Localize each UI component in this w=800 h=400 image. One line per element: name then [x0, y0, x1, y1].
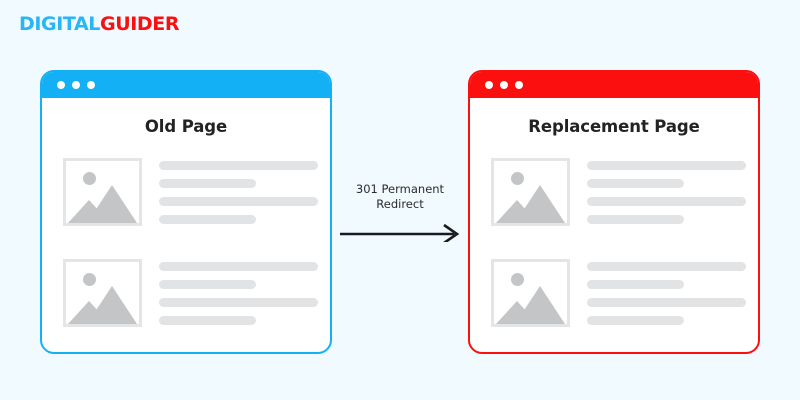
window-titlebar — [42, 72, 330, 98]
text-line — [159, 262, 318, 271]
browser-window-replacement-page: Replacement Page — [468, 70, 760, 354]
text-line — [159, 197, 318, 206]
brand-logo-guider: GUIDER — [100, 13, 180, 35]
window-dot-icon — [500, 81, 508, 89]
text-line-group — [142, 158, 318, 224]
content-block — [470, 158, 758, 226]
text-line — [587, 316, 684, 325]
window-dot-icon — [485, 81, 493, 89]
mountain-shape-large — [87, 185, 137, 223]
mountain-shape-large — [515, 185, 565, 223]
text-line — [159, 316, 256, 325]
page-title: Old Page — [144, 117, 228, 136]
content-block — [42, 259, 330, 327]
content-block — [470, 259, 758, 327]
text-line — [587, 262, 746, 271]
sun-shape — [511, 172, 524, 185]
text-line — [159, 161, 318, 170]
text-line-group — [142, 259, 318, 325]
redirect-arrow-group: 301 Permanent Redirect — [340, 182, 460, 242]
image-placeholder-icon — [63, 158, 142, 226]
text-line-group — [570, 158, 746, 224]
window-dot-icon — [515, 81, 523, 89]
text-line — [587, 215, 684, 224]
window-titlebar — [470, 72, 758, 98]
text-line — [159, 298, 318, 307]
redirect-label-line-2: Redirect — [376, 197, 424, 211]
image-placeholder-icon — [63, 259, 142, 327]
text-line — [587, 280, 684, 289]
window-dot-icon — [72, 81, 80, 89]
window-dot-icon — [57, 81, 65, 89]
image-placeholder-icon — [491, 259, 570, 327]
page-title: Replacement Page — [528, 117, 700, 136]
text-line — [159, 215, 256, 224]
text-line — [587, 298, 746, 307]
text-line — [587, 161, 746, 170]
redirect-label: 301 Permanent Redirect — [340, 182, 460, 212]
arrow-right-icon — [340, 223, 460, 242]
redirect-label-line-1: 301 Permanent — [355, 182, 445, 196]
image-placeholder-icon — [491, 158, 570, 226]
brand-logo-digital: DIGITAL — [19, 13, 101, 35]
sun-shape — [511, 273, 524, 286]
text-line-group — [570, 259, 746, 325]
window-dot-icon — [87, 81, 95, 89]
text-line — [587, 179, 684, 188]
text-line — [159, 280, 256, 289]
content-block — [42, 158, 330, 226]
text-line — [159, 179, 256, 188]
sun-shape — [83, 172, 96, 185]
mountain-shape-large — [515, 286, 565, 324]
mountain-shape-large — [87, 286, 137, 324]
sun-shape — [83, 273, 96, 286]
text-line — [587, 197, 746, 206]
browser-window-old-page: Old Page — [40, 70, 332, 354]
brand-logo: DIGITALGUIDER — [19, 13, 179, 35]
